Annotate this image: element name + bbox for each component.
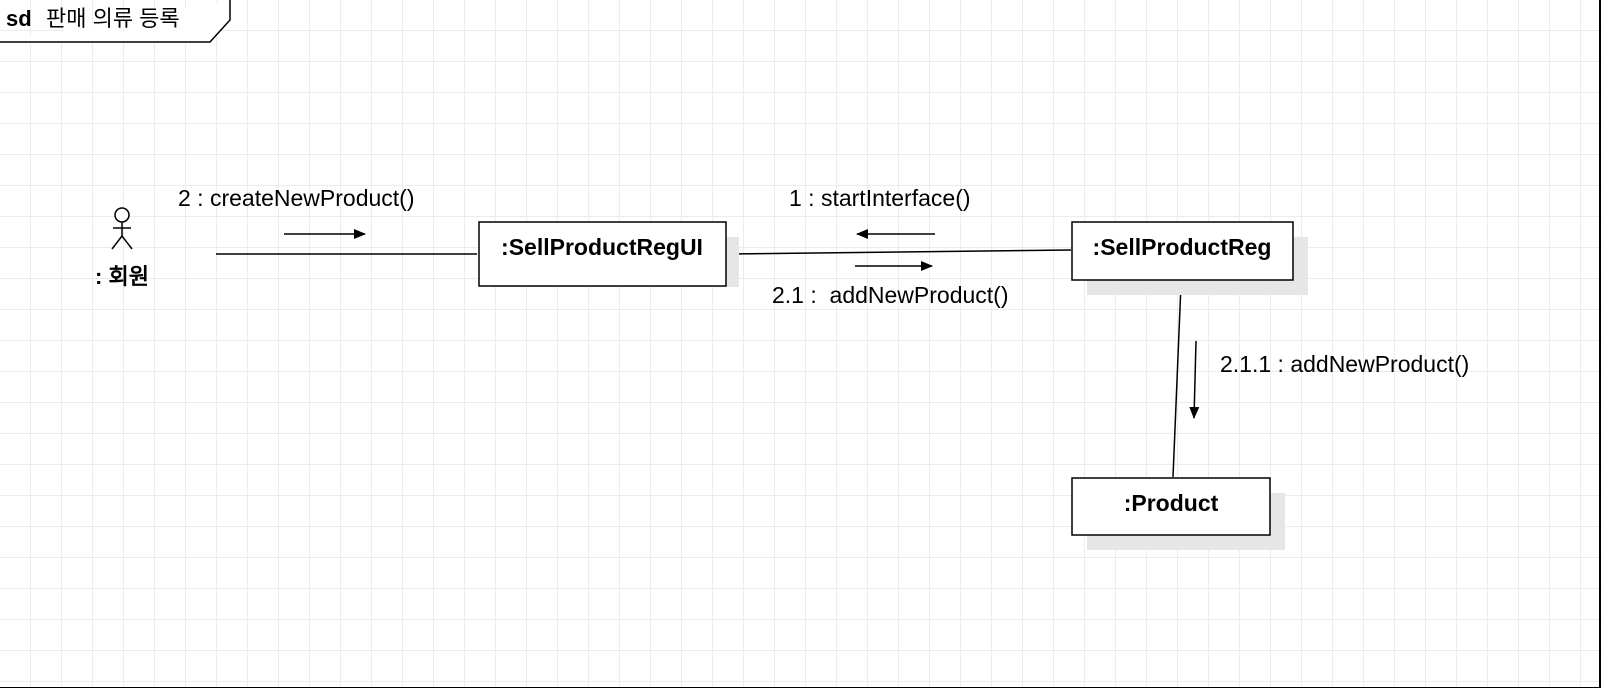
links	[216, 249, 1182, 478]
link-controller-entity	[1172, 283, 1182, 478]
message-label: 2 : createNewProduct()	[178, 185, 414, 211]
actor-label: : 회원	[95, 264, 149, 289]
frame-name: 판매 의류 등록	[46, 6, 180, 31]
message-start-interface[interactable]: 1 : startInterface()	[789, 185, 971, 239]
object-box	[478, 221, 727, 287]
object-label: :SellProductRegUI	[501, 234, 703, 260]
message-entity-add-new-product[interactable]: 2.1.1 : addNewProduct()	[1189, 340, 1469, 419]
object-box	[1071, 477, 1271, 536]
object-product[interactable]: :Product	[1071, 477, 1285, 550]
message-label: 2.1 : addNewProduct()	[772, 282, 1009, 308]
frame-keyword: sd	[6, 6, 32, 31]
object-label: :Product	[1124, 490, 1219, 516]
frame-tab	[0, 0, 231, 43]
object-sell-product-reg-ui[interactable]: :SellProductRegUI	[478, 221, 739, 287]
message-label: 1 : startInterface()	[789, 185, 971, 211]
actor-member[interactable]: : 회원	[95, 207, 149, 289]
object-label: :SellProductReg	[1093, 234, 1272, 260]
message-add-new-product[interactable]: 2.1 : addNewProduct()	[772, 261, 1009, 308]
link-ui-controller	[726, 249, 1072, 255]
object-box	[1071, 221, 1294, 281]
object-sell-product-reg[interactable]: :SellProductReg	[1071, 221, 1308, 295]
message-create-new-product[interactable]: 2 : createNewProduct()	[178, 185, 414, 239]
message-label: 2.1.1 : addNewProduct()	[1220, 351, 1469, 377]
actor-stick-figure-icon	[111, 207, 133, 250]
message-arrow-down-icon	[1189, 340, 1200, 419]
